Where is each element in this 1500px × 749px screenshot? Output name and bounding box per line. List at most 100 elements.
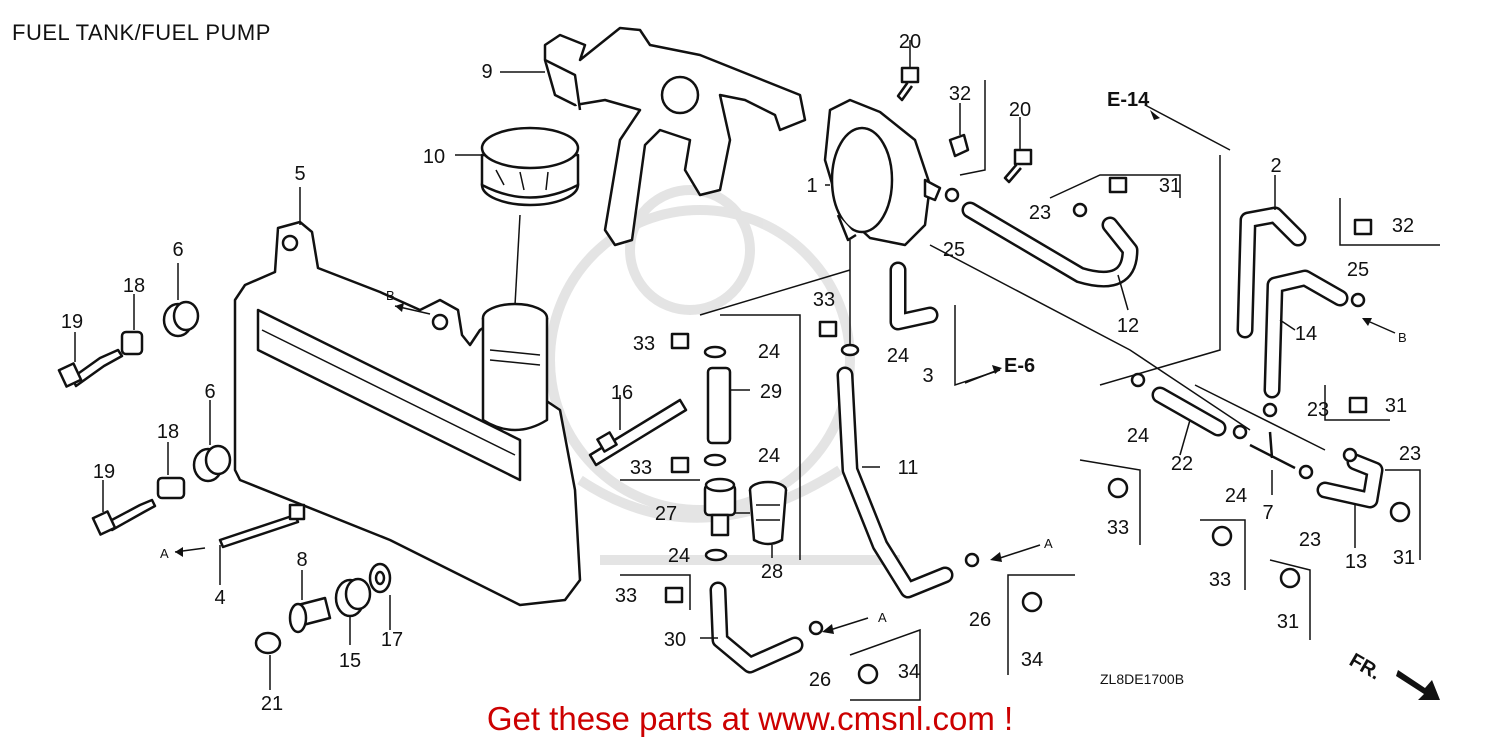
bolt-4 <box>218 503 306 549</box>
bolt-19 <box>57 348 124 388</box>
leader-lines <box>74 40 1440 701</box>
fuel-tube-29 <box>706 366 732 445</box>
nut-21 <box>254 631 282 655</box>
callout-5: 5 <box>294 163 305 185</box>
front-label: FR. <box>1346 649 1385 684</box>
callout-22: 22 <box>1171 453 1193 475</box>
callout-27: 27 <box>655 503 677 525</box>
callout-33a: 33 <box>633 333 655 355</box>
fuel-hose-14 <box>1263 269 1349 399</box>
fuel-cock-27 <box>703 477 737 537</box>
diagram-code: ZL8DE1700B <box>1100 671 1184 687</box>
direction-arrows <box>174 110 1396 634</box>
arrow-marker-labels: A A A B B <box>160 288 1407 625</box>
callout-24a: 24 <box>758 341 780 363</box>
fuel-tank-part <box>233 220 582 607</box>
callout-16: 16 <box>611 382 633 404</box>
collar-18 <box>120 330 144 356</box>
callout-18a: 18 <box>123 275 145 297</box>
callout-2: 2 <box>1270 155 1281 177</box>
fuel-hose-11 <box>836 366 954 599</box>
callout-33f: 33 <box>1209 569 1231 591</box>
fuel-hose-30 <box>709 581 804 674</box>
bolt-20b-part <box>1003 148 1033 184</box>
marker-b-1: B <box>386 288 395 303</box>
reference-e14: E-14 <box>1107 89 1150 111</box>
bolt-20-part <box>896 66 920 102</box>
callout-11: 11 <box>898 457 919 479</box>
drain-bolt-8 <box>288 596 332 634</box>
callout-31d: 31 <box>1277 611 1299 633</box>
callout-8: 8 <box>296 549 307 571</box>
callout-6b: 6 <box>204 381 215 403</box>
callout-32a: 32 <box>949 83 971 105</box>
callout-4: 4 <box>214 587 225 609</box>
callout-9: 9 <box>481 61 492 83</box>
front-direction-arrow <box>1396 670 1440 700</box>
callout-19b: 19 <box>93 461 115 483</box>
callout-26a: 26 <box>969 609 991 631</box>
callout-18b: 18 <box>157 421 179 443</box>
fuel-hose-3 <box>889 261 939 331</box>
callout-3: 3 <box>922 365 933 387</box>
promo-banner[interactable]: Get these parts at www.cmsnl.com ! <box>486 700 1014 737</box>
reference-e6: E-6 <box>1004 355 1035 377</box>
callout-34b: 34 <box>898 661 920 683</box>
marker-a-3: A <box>878 610 887 625</box>
callout-32b: 32 <box>1392 215 1414 237</box>
callout-33b: 33 <box>813 289 835 311</box>
marker-b-2: B <box>1398 330 1407 345</box>
grommet-6 <box>162 300 200 338</box>
callout-28: 28 <box>761 561 783 583</box>
fuel-pump-part <box>823 98 942 247</box>
three-way-joint-7 <box>1249 431 1296 470</box>
callout-31b: 31 <box>1385 395 1407 417</box>
fuel-hose-13 <box>1316 453 1384 509</box>
callout-15: 15 <box>339 650 361 672</box>
callout-31c: 31 <box>1393 547 1415 569</box>
callout-19a: 19 <box>61 311 83 333</box>
fuel-tube-22 <box>1151 386 1227 437</box>
callout-24c: 24 <box>668 545 690 567</box>
watermark-logo <box>545 185 900 565</box>
marker-a-2: A <box>1044 536 1053 551</box>
fuel-cap-part <box>480 126 580 207</box>
callout-1: 1 <box>806 175 817 197</box>
callout-24d: 24 <box>887 345 909 367</box>
fuel-strainer-28 <box>748 480 788 546</box>
callout-33d: 33 <box>615 585 637 607</box>
callout-25b: 25 <box>1347 259 1369 281</box>
diagram-title: FUEL TANK/FUEL PUMP <box>12 20 271 45</box>
fuel-hose-12 <box>961 201 1139 288</box>
callout-25a: 25 <box>943 239 965 261</box>
callout-24b: 24 <box>758 445 780 467</box>
callout-20a: 20 <box>899 31 921 53</box>
clips-group <box>664 176 1411 685</box>
callout-7: 7 <box>1262 502 1273 524</box>
callout-23a: 23 <box>1029 202 1051 224</box>
callout-33e: 33 <box>1107 517 1129 539</box>
washer-17 <box>368 562 392 594</box>
callout-17: 17 <box>381 629 403 651</box>
callout-labels: 1 2 3 4 5 6 6 7 8 9 10 11 12 13 14 15 16… <box>61 31 1421 715</box>
callout-24e: 24 <box>1127 425 1149 447</box>
fuel-hose-2 <box>1236 206 1307 339</box>
callout-21: 21 <box>261 693 283 715</box>
callout-6a: 6 <box>172 239 183 261</box>
bolt-19b <box>91 498 157 536</box>
callout-23c: 23 <box>1399 443 1421 465</box>
callout-24f: 24 <box>1225 485 1247 507</box>
callout-29: 29 <box>760 381 782 403</box>
callout-14: 14 <box>1295 323 1317 345</box>
marker-a-1: A <box>160 546 169 561</box>
fuel-pump-bracket-part <box>543 26 807 247</box>
grommet-6b <box>192 444 232 483</box>
callout-20b: 20 <box>1009 99 1031 121</box>
callout-33c: 33 <box>630 457 652 479</box>
callout-30: 30 <box>664 629 686 651</box>
callout-13: 13 <box>1345 551 1367 573</box>
bolt-16 <box>588 398 688 467</box>
collar-18b <box>156 476 186 500</box>
callout-10: 10 <box>423 146 445 168</box>
